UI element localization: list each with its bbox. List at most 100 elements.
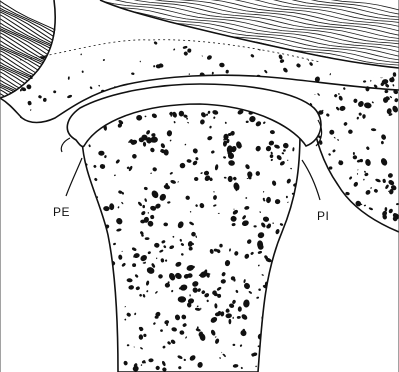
trabecular-speck: [366, 146, 371, 151]
trabecular-speck: [381, 210, 388, 217]
trabecular-speck: [276, 154, 283, 161]
trabecular-speck: [367, 230, 369, 232]
trabecular-speck: [309, 193, 313, 197]
trabecular-speck: [174, 272, 183, 281]
trabecular-speck: [83, 339, 88, 342]
trabecular-speck: [314, 93, 316, 95]
trabecular-speck: [213, 195, 218, 201]
trabecular-speck: [108, 92, 111, 95]
trabecular-speck: [89, 301, 95, 306]
trabecular-speck: [288, 217, 292, 221]
trabecular-speck: [338, 93, 340, 95]
trabecular-speck: [189, 354, 197, 362]
trabecular-speck: [179, 111, 185, 117]
trabecular-speck: [229, 248, 231, 251]
trabecular-speck: [363, 80, 366, 83]
trabecular-speck: [184, 143, 186, 145]
trabecular-speck: [396, 203, 399, 205]
trabecular-speck: [180, 242, 184, 246]
trabecular-speck: [321, 189, 327, 195]
trabecular-speck: [187, 122, 189, 124]
trabecular-speck: [382, 178, 386, 183]
trabecular-speck: [355, 215, 357, 217]
trabecular-speck: [129, 123, 130, 125]
trabecular-speck: [191, 280, 199, 288]
trabecular-speck: [183, 359, 186, 362]
trabecular-speck: [153, 322, 157, 326]
trabecular-speck: [200, 172, 203, 174]
trabecular-speck: [67, 49, 69, 51]
trabecular-speck: [202, 55, 204, 56]
trabecular-speck: [145, 129, 150, 135]
trabecular-speck: [140, 61, 142, 63]
trabecular-speck: [317, 93, 320, 96]
trabecular-speck: [248, 115, 257, 123]
trabecular-speck: [219, 357, 221, 359]
trabecular-speck: [213, 191, 215, 193]
trabecular-speck: [287, 201, 289, 203]
trabecular-speck: [364, 102, 372, 109]
trabecular-speck: [126, 278, 132, 283]
trabecular-speck: [233, 182, 241, 192]
trabecular-speck: [295, 351, 301, 357]
trabecular-speck: [153, 65, 156, 68]
trabecular-speck: [83, 41, 86, 44]
trabecular-speck: [296, 63, 302, 69]
trabecular-speck: [210, 329, 216, 336]
trabecular-speck: [154, 243, 160, 248]
trabecular-speck: [329, 166, 333, 169]
trabecular-speck: [273, 347, 278, 353]
hatch-line: [0, 92, 64, 140]
trabecular-speck: [67, 94, 73, 99]
trabecular-speck: [78, 177, 83, 181]
trabecular-speck: [121, 202, 124, 205]
trabecular-speck: [299, 281, 303, 286]
trabecular-speck: [276, 311, 281, 315]
trabecular-speck: [100, 310, 104, 315]
trabecular-speck: [162, 345, 166, 349]
trabecular-speck: [134, 274, 138, 279]
trabecular-speck: [147, 251, 151, 255]
trabecular-speck: [30, 109, 32, 111]
trabecular-speck: [145, 116, 147, 118]
trabecular-speck: [243, 299, 250, 308]
trabecular-speck: [79, 171, 81, 175]
trabecular-speck: [309, 62, 314, 67]
trabecular-speck: [259, 78, 263, 83]
trabecular-speck: [191, 110, 195, 114]
trabecular-speck: [79, 313, 86, 320]
trabecular-speck: [287, 81, 292, 85]
trabecular-speck: [289, 362, 291, 364]
trabecular-speck: [346, 105, 351, 111]
trabecular-speck: [103, 305, 106, 310]
trabecular-speck: [92, 304, 95, 306]
trabecular-speck: [357, 173, 358, 175]
trabecular-speck: [338, 95, 343, 101]
trabecular-speck: [274, 144, 281, 150]
hatch-line: [0, 56, 64, 104]
trabecular-speck: [94, 177, 98, 181]
trabecular-speck: [232, 317, 234, 319]
trabecular-speck: [271, 180, 277, 186]
trabecular-speck: [363, 179, 365, 181]
trabecular-speck: [262, 216, 269, 222]
trabecular-speck: [357, 100, 365, 108]
trabecular-speck: [283, 149, 286, 152]
trabecular-speck: [178, 366, 182, 370]
trabecular-speck: [287, 83, 293, 90]
trabecular-speck: [113, 242, 117, 245]
trabecular-speck: [292, 147, 294, 151]
trabecular-speck: [335, 106, 339, 111]
trabecular-speck: [287, 160, 289, 161]
hatch-line: [90, 0, 399, 36]
trabecular-speck: [370, 80, 372, 82]
trabecular-speck: [263, 121, 266, 124]
trabecular-speck: [294, 220, 298, 223]
trabecular-speck: [210, 150, 215, 154]
trabecular-speck: [365, 189, 372, 196]
trabecular-speck: [179, 239, 182, 242]
trabecular-speck: [214, 303, 217, 308]
trabecular-speck: [261, 346, 263, 348]
trabecular-speck: [375, 178, 382, 183]
